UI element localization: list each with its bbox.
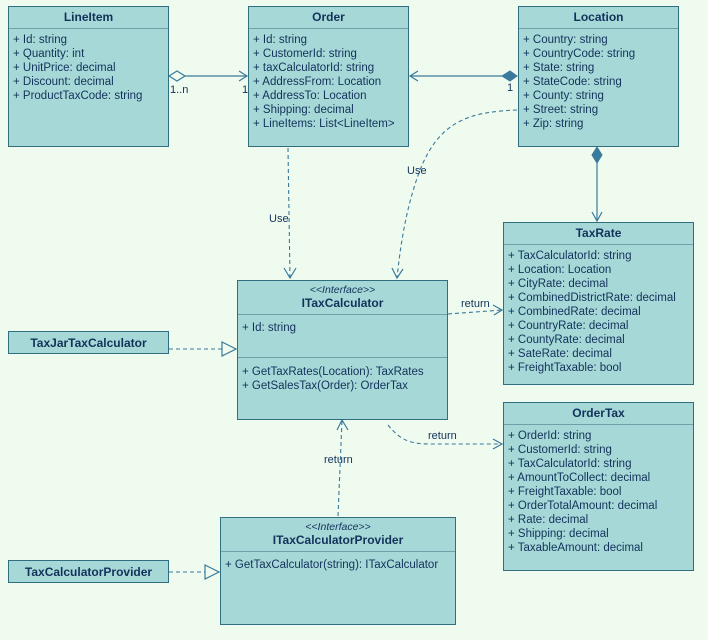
attribute: + Discount: decimal [13, 76, 114, 88]
use-location-label: Use [407, 165, 427, 177]
attributes: + TaxCalculatorId: string + Location: Lo… [504, 245, 693, 379]
attributes: + Id: string + CustomerId: string + taxC… [249, 29, 408, 135]
attribute: + Id: string [253, 34, 308, 46]
attribute: + AddressTo: Location [253, 90, 367, 102]
attributes: + Country: string + CountryCode: string … [519, 29, 678, 135]
attribute: + Shipping: decimal [253, 104, 354, 116]
methods: + GetTaxCalculator(string): ITaxCalculat… [221, 552, 455, 576]
interface-header: <<Interface>> ITaxCalculatorProvider [221, 518, 455, 552]
class-name: Order [249, 7, 408, 29]
attribute: + TaxableAmount: decimal [508, 542, 643, 554]
class-name: ITaxCalculatorProvider [272, 533, 404, 547]
arrowhead-return-provider [336, 418, 349, 431]
attribute: + Country: string [523, 34, 608, 46]
attribute: + taxCalculatorId: string [253, 62, 375, 74]
location-multiplicity-left: 1 [507, 82, 513, 94]
use-order-link [287, 147, 291, 279]
attribute: + Quantity: int [13, 48, 85, 60]
method: + GetTaxRates(Location): TaxRates [242, 366, 424, 378]
attribute: + Shipping: decimal [508, 528, 609, 540]
attribute: + CombinedRate: decimal [508, 306, 641, 318]
attribute: + AddressFrom: Location [253, 76, 382, 88]
lineitem-class[interactable]: LineItem + Id: string + Quantity: int + … [8, 6, 169, 147]
return-taxrate-link [447, 309, 503, 315]
taxjar-class[interactable]: TaxJarTaxCalculator [8, 331, 169, 354]
itaxcalculatorprovider-interface[interactable]: <<Interface>> ITaxCalculatorProvider + G… [220, 517, 456, 625]
attribute: + Street: string [523, 104, 599, 116]
arrowhead-use-order [283, 267, 297, 280]
attribute: + FreightTaxable: bool [508, 486, 622, 498]
arrowhead-use-location [391, 267, 404, 280]
arrowhead-return-taxrate [492, 304, 504, 316]
composition-diamond-taxrate [591, 146, 603, 164]
class-name: TaxJarTaxCalculator [30, 336, 147, 350]
attribute: + Id: string [242, 322, 297, 334]
attribute: + OrderId: string [508, 430, 592, 442]
return-taxrate-label: return [461, 298, 490, 310]
stereotype: <<Interface>> [305, 521, 371, 533]
order-class[interactable]: Order + Id: string + CustomerId: string … [248, 6, 409, 147]
class-name: OrderTax [504, 403, 693, 425]
attributes: + Id: string [238, 315, 447, 357]
attributes: + Id: string + Quantity: int + UnitPrice… [9, 29, 168, 107]
location-class[interactable]: Location + Country: string + CountryCode… [518, 6, 679, 147]
attribute: + CityRate: decimal [508, 278, 609, 290]
return-provider-link [337, 419, 343, 517]
attribute: + ProductTaxCode: string [13, 90, 143, 102]
attribute: + SateRate: decimal [508, 348, 612, 360]
attribute: + Zip: string [523, 118, 584, 130]
attribute: + Rate: decimal [508, 514, 589, 526]
attribute: + LineItems: List<LineItem> [253, 118, 395, 130]
attribute: + CountryCode: string [523, 48, 636, 60]
attribute: + TaxCalculatorId: string [508, 458, 632, 470]
attribute: + CountryRate: decimal [508, 320, 629, 332]
attributes: + OrderId: string + CustomerId: string +… [504, 425, 693, 559]
attribute: + FreightTaxable: bool [508, 362, 622, 374]
aggregation-diamond [167, 70, 187, 82]
return-ordertax-label: return [428, 430, 457, 442]
attribute: + County: string [523, 90, 604, 102]
attribute: + AmountToCollect: decimal [508, 472, 651, 484]
arrowhead-taxrate [591, 211, 603, 223]
attribute: + StateCode: string [523, 76, 622, 88]
lineitem-multiplicity: 1..n [170, 84, 188, 96]
class-name: TaxRate [504, 223, 693, 245]
itaxcalculator-interface[interactable]: <<Interface>> ITaxCalculator + Id: strin… [237, 280, 448, 420]
stereotype: <<Interface>> [309, 284, 376, 296]
ordertax-class[interactable]: OrderTax + OrderId: string + CustomerId:… [503, 402, 694, 571]
attribute: + CombinedDistrictRate: decimal [508, 292, 676, 304]
attribute: + CustomerId: string [253, 48, 357, 60]
class-name: Location [519, 7, 678, 29]
attribute: + TaxCalculatorId: string [508, 250, 632, 262]
realization-triangle-taxjar [221, 341, 238, 357]
class-name: LineItem [9, 7, 168, 29]
attribute: + State: string [523, 62, 595, 74]
attribute: + CountyRate: decimal [508, 334, 625, 346]
use-order-label: Use [269, 213, 289, 225]
realization-triangle-provider [204, 564, 221, 580]
methods: + GetTaxRates(Location): TaxRates + GetS… [238, 357, 447, 397]
class-name: ITaxCalculator [301, 296, 384, 310]
return-provider-label: return [324, 454, 353, 466]
attribute: + OrderTotalAmount: decimal [508, 500, 658, 512]
taxrate-class[interactable]: TaxRate + TaxCalculatorId: string + Loca… [503, 222, 694, 385]
class-name: TaxCalculatorProvider [24, 565, 153, 579]
composition-diamond-location [501, 70, 518, 82]
interface-header: <<Interface>> ITaxCalculator [238, 281, 447, 315]
attribute: + CustomerId: string [508, 444, 612, 456]
taxcalculatorprovider-class[interactable]: TaxCalculatorProvider [8, 560, 169, 583]
method: + GetSalesTax(Order): OrderTax [242, 380, 408, 392]
use-location-link [396, 109, 518, 279]
method: + GetTaxCalculator(string): ITaxCalculat… [225, 559, 439, 571]
attribute: + Location: Location [508, 264, 612, 276]
arrowhead-order-right [408, 70, 419, 82]
arrowhead-order-left [238, 70, 249, 82]
arrowhead-return-ordertax [492, 438, 504, 450]
order-multiplicity: 1 [242, 84, 248, 96]
attribute: + Id: string [13, 34, 68, 46]
attribute: + UnitPrice: decimal [13, 62, 116, 74]
